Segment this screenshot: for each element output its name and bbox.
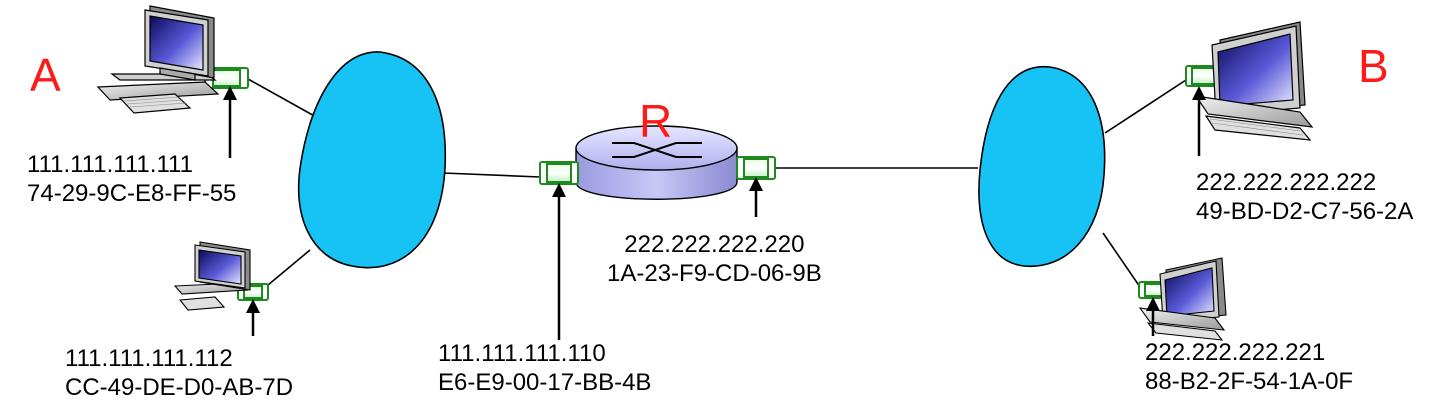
b2-mac: 88-B2-2F-54-1A-0F	[1145, 368, 1354, 395]
router-right-address-block: 222.222.222.220 1A-23-F9-CD-06-9B	[607, 230, 822, 288]
links	[247, 78, 1187, 291]
host-b-label: B	[1358, 40, 1389, 92]
arrow-b2	[1146, 297, 1160, 336]
a1-mac: 74-29-9C-E8-FF-55	[27, 180, 237, 207]
subnet-a-cloud	[297, 51, 447, 269]
a2-mac: CC-49-DE-D0-AB-7D	[65, 374, 294, 401]
router-label: R	[639, 95, 673, 147]
host-a1-computer-icon	[96, 5, 220, 114]
b2-ip: 222.222.222.221	[1145, 339, 1326, 366]
router-right-mac: 1A-23-F9-CD-06-9B	[607, 260, 822, 287]
arrow-a1	[223, 86, 237, 158]
a1-address-block: 111.111.111.111 74-29-9C-E8-FF-55	[27, 150, 236, 208]
host-b1-computer-icon	[1194, 21, 1314, 141]
host-b2-computer-icon	[1138, 257, 1227, 341]
a2-address-block: 111.111.111.112 CC-49-DE-D0-AB-7D	[65, 344, 293, 402]
arrow-a2	[246, 299, 260, 336]
nic-router-right	[736, 156, 776, 180]
pointer-arrows	[223, 86, 1206, 340]
b1-mac: 49-BD-D2-C7-56-2A	[1196, 198, 1414, 225]
nic-a1	[204, 67, 249, 89]
link-subnet-b2	[1102, 232, 1141, 288]
router-icon	[575, 125, 738, 200]
a2-ip: 111.111.111.112	[65, 345, 233, 372]
arrow-router-left	[552, 183, 566, 340]
nic-router-left	[539, 161, 579, 185]
router-left-address-block: 111.111.111.110 E6-E9-00-17-BB-4B	[438, 339, 651, 397]
b2-address-block: 222.222.222.221 88-B2-2F-54-1A-0F	[1145, 338, 1353, 396]
link-subnet-router	[442, 172, 541, 178]
a1-ip: 111.111.111.111	[27, 151, 193, 178]
router-right-ip: 222.222.222.220	[624, 231, 805, 258]
arrow-b1	[1192, 86, 1206, 156]
router-left-mac: E6-E9-00-17-BB-4B	[438, 369, 652, 396]
b1-address-block: 222.222.222.222 49-BD-D2-C7-56-2A	[1196, 168, 1413, 226]
link-a2-subnet	[261, 249, 311, 291]
subnet-b-cloud	[978, 66, 1106, 268]
router-left-ip: 111.111.111.110	[438, 340, 606, 367]
host-a-label: A	[30, 49, 61, 101]
link-a1-subnet	[247, 78, 319, 119]
b1-ip: 222.222.222.222	[1196, 169, 1377, 196]
arrow-router-right	[749, 177, 763, 217]
link-subnet-b1	[1104, 79, 1187, 134]
host-a2-computer-icon	[173, 241, 251, 311]
